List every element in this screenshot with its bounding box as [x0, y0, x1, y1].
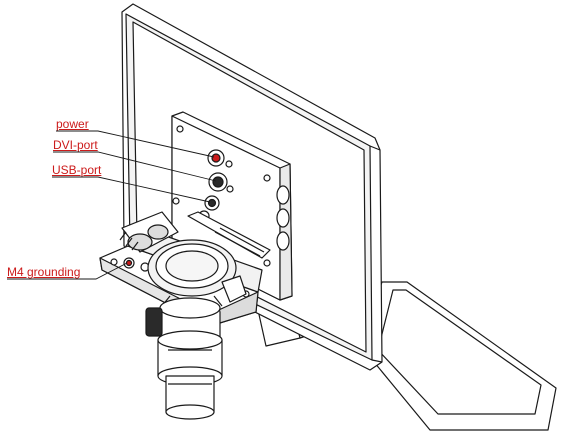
leader-grounding: [7, 262, 128, 280]
grounding-screw: [123, 257, 150, 272]
connector-dvi: [208, 172, 234, 193]
label-usb-port: USB-port: [52, 163, 102, 177]
label-m4-grounding: M4 grounding: [7, 265, 81, 279]
leader-usb: [52, 176, 211, 203]
connector-power: [207, 149, 233, 168]
leader-power: [56, 130, 215, 158]
focus-mechanism: [119, 211, 179, 253]
microscope-body: [145, 297, 223, 420]
label-dvi-port: DVI-port: [53, 138, 98, 152]
slide-rail: [187, 211, 271, 259]
callout-leaders: [7, 130, 217, 280]
lens-ring: [147, 239, 247, 307]
stand-base-plate: [359, 281, 557, 431]
leader-dvi: [53, 151, 217, 182]
label-power: power: [56, 117, 89, 131]
